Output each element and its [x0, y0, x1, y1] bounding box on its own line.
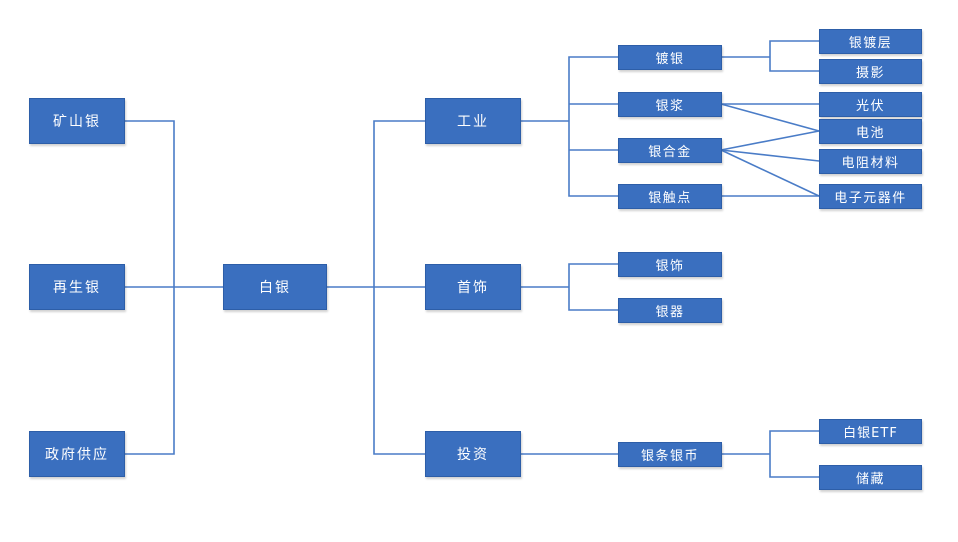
node-government-supply: 政府供应 [29, 431, 125, 477]
connector-alloy-to-electronics [720, 149, 820, 197]
node-silver-paste: 银浆 [618, 92, 722, 117]
node-recycled-silver: 再生银 [29, 264, 125, 310]
connector-industry-bracket [568, 56, 618, 197]
connector-plating-bracket [769, 40, 819, 72]
node-silver: 白银 [223, 264, 327, 310]
connector-bars-bracket [769, 430, 819, 478]
node-bars-and-coins: 银条银币 [618, 442, 722, 467]
connector-alloy-to-resistor [720, 149, 820, 162]
node-silver-coating: 银镀层 [819, 29, 922, 54]
node-silver-alloy: 银合金 [618, 138, 722, 163]
connector-jewelry-bracket [568, 263, 618, 311]
node-jewelry: 首饰 [425, 264, 521, 310]
connector-paste-to-battery [720, 103, 820, 132]
node-electronic-components: 电子元器件 [819, 184, 922, 209]
node-silver-etf: 白银ETF [819, 419, 922, 444]
connector-sectors-bracket [373, 120, 425, 455]
node-resistor-material: 电阻材料 [819, 149, 922, 174]
node-industry: 工业 [425, 98, 521, 144]
node-photovoltaic: 光伏 [819, 92, 922, 117]
node-battery: 电池 [819, 119, 922, 144]
node-silverware: 银器 [618, 298, 722, 323]
node-photography: 摄影 [819, 59, 922, 84]
node-silver-ornaments: 银饰 [618, 252, 722, 277]
connector-alloy-to-battery [720, 130, 820, 151]
node-storage: 储藏 [819, 465, 922, 490]
node-silver-contacts: 银触点 [618, 184, 722, 209]
node-mine-silver: 矿山银 [29, 98, 125, 144]
node-silver-plating: 镀银 [618, 45, 722, 70]
node-investment: 投资 [425, 431, 521, 477]
